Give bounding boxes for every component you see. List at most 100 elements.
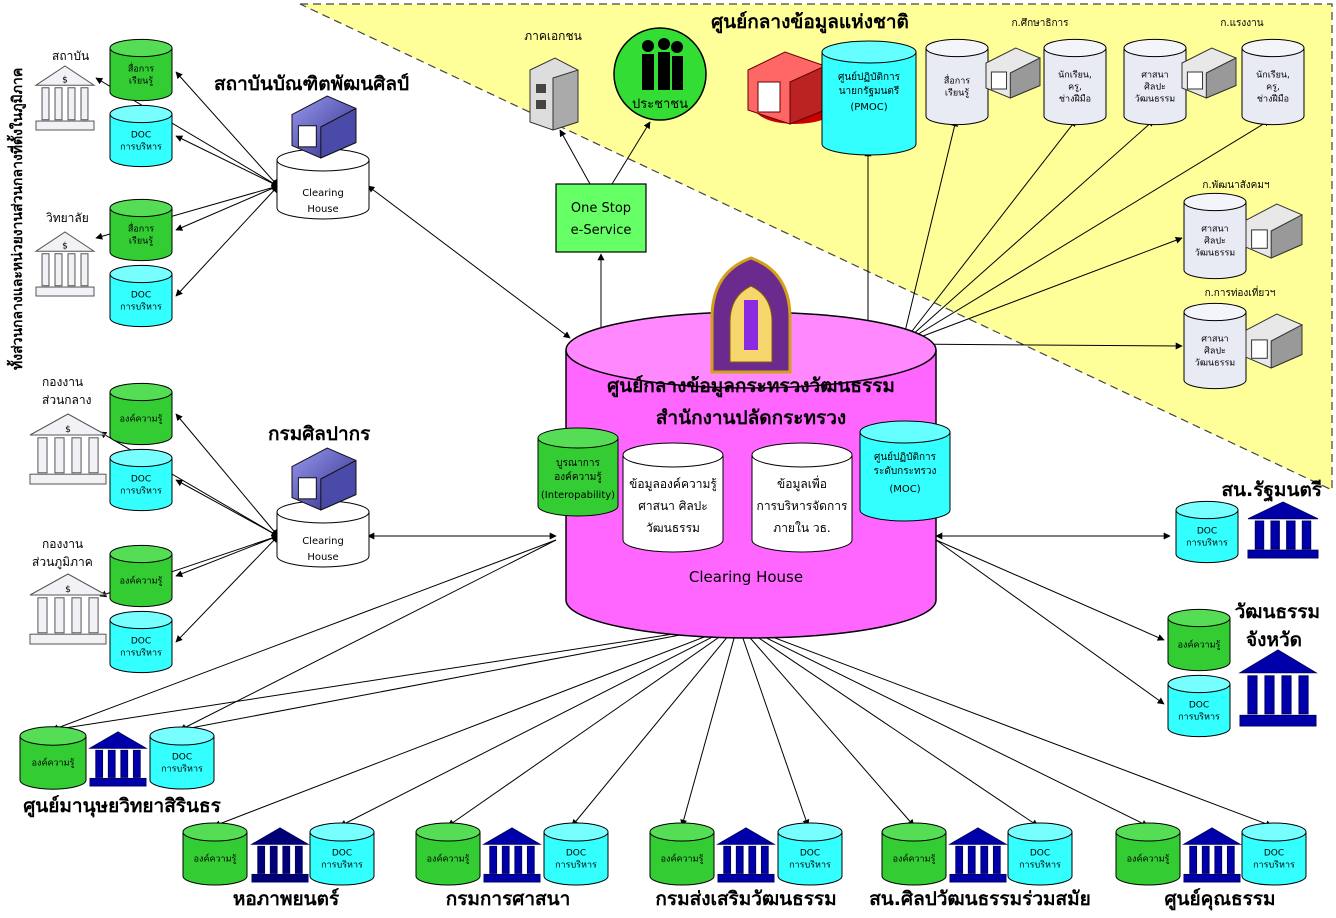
connector-22 <box>901 236 1183 345</box>
college-bank-icon-dollar-sign: $ <box>62 242 68 252</box>
interop-line-1: บูรณาการ <box>556 458 600 469</box>
tourism-religion-db-line-2: ศิลปะ <box>1204 345 1226 356</box>
hub-subtitle: สำนักงานปลัดกระทรวง <box>656 407 846 429</box>
moc-line-3: (MOC) <box>889 484 920 495</box>
connector-35 <box>737 623 915 827</box>
regional-div-bank-icon-dollar-sign: $ <box>65 585 71 595</box>
education-students-db-line-3: ช่างฝีมือ <box>1059 93 1091 104</box>
knowledge-data-db: ข้อมูลองค์ความรู้ศาสนา ศิลปะวัฒนธรรม <box>622 442 724 553</box>
labour-students-db-line-2: ครู, <box>1266 82 1280 92</box>
social-religion-db-line-3: วัฒนธรรม <box>1195 248 1235 258</box>
national-center-building-icon <box>747 51 835 125</box>
provincial-line-2: จังหวัด <box>1246 629 1302 651</box>
social-building-icon <box>1245 203 1303 259</box>
interop-db: บูรณาการองค์ความรู้(Interopability) <box>537 427 619 517</box>
central-div-bank-icon: $ <box>29 413 107 485</box>
provincial-knowledge-db-line-1: องค์ความรู้ <box>1178 638 1221 650</box>
management-line-1: ข้อมูลเพื่อ <box>777 475 827 492</box>
social-religion-db-line-1: ศาสนา <box>1201 224 1228 234</box>
connector-21 <box>901 119 1271 345</box>
connector-7 <box>175 413 279 537</box>
svg-text:ศูนย์ปฏิบัติการนายกรัฐมนตรี(PM: ศูนย์ปฏิบัติการนายกรัฐมนตรี(PMOC) <box>838 71 901 113</box>
cultural-promotion-doc-db-line-2: การบริหาร <box>789 859 831 870</box>
svg-text:กองงานส่วนกลาง: กองงานส่วนกลาง <box>42 375 91 407</box>
svg-text:ศูนย์ปฏิบัติการระดับกระทรวง(MO: ศูนย์ปฏิบัติการระดับกระทรวง(MOC) <box>874 451 937 495</box>
connector-33 <box>680 623 739 827</box>
bottom-label-5: ศูนย์คุณธรรม <box>1164 888 1275 911</box>
connector-23 <box>901 342 1183 350</box>
film-archive-knowledge-db-line-1: องค์ความรู้ <box>194 852 237 864</box>
connector-2 <box>175 135 279 187</box>
religious-affairs-bank-icon <box>482 827 542 883</box>
film-archive-doc-db-line-1: DOC <box>332 848 352 858</box>
institution-learning-db-line-1: สื่อการ <box>128 61 154 74</box>
moral-center-knowledge-db-line-1: องค์ความรู้ <box>1127 852 1170 864</box>
contemporary-art-doc-db-line-2: การบริหาร <box>1019 859 1061 870</box>
svg-text:ข้อมูลเพื่อการบริหารจัดการภายใ: ข้อมูลเพื่อการบริหารจัดการภายใน วธ. <box>757 475 848 535</box>
fine-arts-clearing-line-1: Clearing <box>302 536 344 547</box>
labour-ministry-label: ก.แรงงาน <box>1220 18 1263 29</box>
pm-office-doc-db-line-2: การบริหาร <box>1186 537 1228 548</box>
sirindhorn-doc-db-line-2: การบริหาร <box>161 763 203 774</box>
bottom-label-0: ศูนย์มานุษยวิทยาสิรินธร <box>23 795 221 818</box>
connector-30 <box>339 623 739 827</box>
education-students-db-line-1: นักเรียน, <box>1058 69 1092 80</box>
interop-line-3: (Interopability) <box>541 490 615 501</box>
film-archive-doc-db-line-2: การบริหาร <box>321 859 363 870</box>
religious-affairs-knowledge-db-line-1: องค์ความรู้ <box>427 852 470 864</box>
connector-10 <box>175 535 279 577</box>
management-line-3: ภายใน วธ. <box>773 521 830 535</box>
labour-students-db-line-3: ช่างฝีมือ <box>1257 93 1289 104</box>
regional-div-line-2: ส่วนภูมิภาค <box>32 555 93 570</box>
connector-15 <box>559 129 591 185</box>
cultural-promotion-doc-db-line-1: DOC <box>800 848 820 858</box>
hub-title: ศูนย์กลางข้อมูลกระทรวงวัฒนธรรม <box>607 375 895 398</box>
connector-8 <box>175 479 279 537</box>
institution-bank-icon: $ <box>34 65 96 131</box>
cultural-promotion-knowledge-db: องค์ความรู้ <box>649 822 715 886</box>
management-data-db: ข้อมูลเพื่อการบริหารจัดการภายใน วธ. <box>751 442 853 553</box>
regional-div-doc-db-line-1: DOC <box>131 636 151 646</box>
connector-25 <box>935 539 1165 641</box>
pmoc-db: ศูนย์ปฏิบัติการนายกรัฐมนตรี(PMOC) <box>821 40 917 156</box>
regional-div-knowledge-db-line-1: องค์ความรู้ <box>120 574 163 586</box>
connector-12 <box>367 185 571 339</box>
moral-center-doc-db-line-2: การบริหาร <box>1253 859 1295 870</box>
labour-religion-db-line-2: ศิลปะ <box>1144 81 1166 92</box>
education-learning-db-line-1: สื่อการ <box>944 73 970 86</box>
tourism-religion-db-line-1: ศาสนา <box>1201 334 1228 344</box>
institute-clearing-line-2: House <box>307 204 338 215</box>
labour-students-db-line-1: นักเรียน, <box>1256 69 1290 80</box>
pm-office-bank-icon <box>1247 501 1319 559</box>
cultural-promotion-knowledge-db-line-1: องค์ความรู้ <box>661 852 704 864</box>
film-archive-knowledge-db: องค์ความรู้ <box>182 822 248 886</box>
hub-footer: Clearing House <box>689 568 803 586</box>
sirindhorn-bank-icon <box>88 731 148 787</box>
pmoc-line-1: ศูนย์ปฏิบัติการ <box>838 71 901 83</box>
moc-line-2: ระดับกระทรวง <box>874 466 937 477</box>
bottom-label-4: สน.ศิลปวัฒนธรรมร่วมสมัย <box>869 888 1091 910</box>
sirindhorn-knowledge-db: องค์ความรู้ <box>19 726 87 790</box>
regional-div-knowledge-db: องค์ความรู้ <box>109 544 173 608</box>
central-div-bank-icon-dollar-sign: $ <box>65 425 71 435</box>
cultural-promotion-bank-icon <box>716 827 776 883</box>
education-students-db: นักเรียน,ครู,ช่างฝีมือ <box>1043 38 1107 126</box>
connector-27 <box>51 623 739 733</box>
tourism-ministry-label: ก.การท่องเที่ยวฯ <box>1205 285 1276 299</box>
connector-36 <box>737 623 1039 827</box>
svg-text:กองงานส่วนภูมิภาค: กองงานส่วนภูมิภาค <box>32 537 93 570</box>
connector-11 <box>175 535 279 643</box>
provincial-knowledge-db: องค์ความรู้ <box>1167 608 1231 672</box>
central-div-doc-db-line-1: DOC <box>131 474 151 484</box>
institute-clearing-line-1: Clearing <box>302 188 344 199</box>
fine-arts-building-icon <box>291 447 357 511</box>
central-div-line-1: กองงาน <box>42 375 83 389</box>
